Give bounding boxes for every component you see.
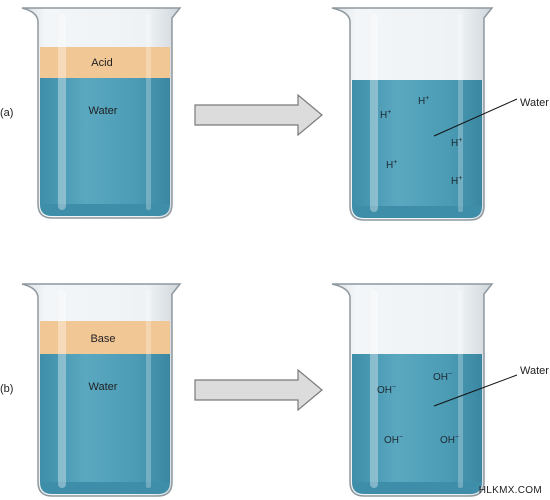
ion-label: H+ — [418, 95, 429, 107]
arrow-b-icon — [194, 368, 323, 412]
water-layer — [40, 78, 170, 204]
beaker-b-after: OH− OH− OH− OH− — [331, 283, 518, 497]
water-layer-label: Water — [89, 105, 118, 117]
ion-label: OH− — [433, 371, 452, 383]
ion-label: OH− — [384, 434, 403, 446]
ion-label: H+ — [451, 137, 462, 149]
beaker-a-before: Acid Water — [21, 7, 182, 219]
acid-layer — [40, 47, 170, 78]
acid-layer-label: Acid — [91, 57, 112, 69]
arrow-a-icon — [194, 93, 323, 137]
beaker-a-after: H+ H+ H+ H+ H+ — [331, 7, 518, 221]
panel-b-label: (b) — [0, 383, 13, 395]
ion-label: OH− — [440, 434, 459, 446]
solution-label-b: Water — [520, 365, 549, 377]
base-layer-label: Base — [90, 333, 115, 345]
watermark: HLKMX.COM — [478, 485, 542, 496]
beaker-b-before: Base Water — [21, 283, 182, 497]
water-layer-label: Water — [89, 381, 118, 393]
base-layer — [40, 321, 170, 354]
solution-layer — [352, 80, 482, 206]
solution-layer — [352, 354, 482, 482]
panel-a-label: (a) — [0, 107, 13, 119]
ion-label: OH− — [377, 384, 396, 396]
solution-label-a: Water — [520, 97, 549, 109]
water-layer — [40, 354, 170, 482]
ion-label: H+ — [386, 159, 397, 171]
ion-label: H+ — [380, 109, 391, 121]
ion-label: H+ — [451, 175, 462, 187]
